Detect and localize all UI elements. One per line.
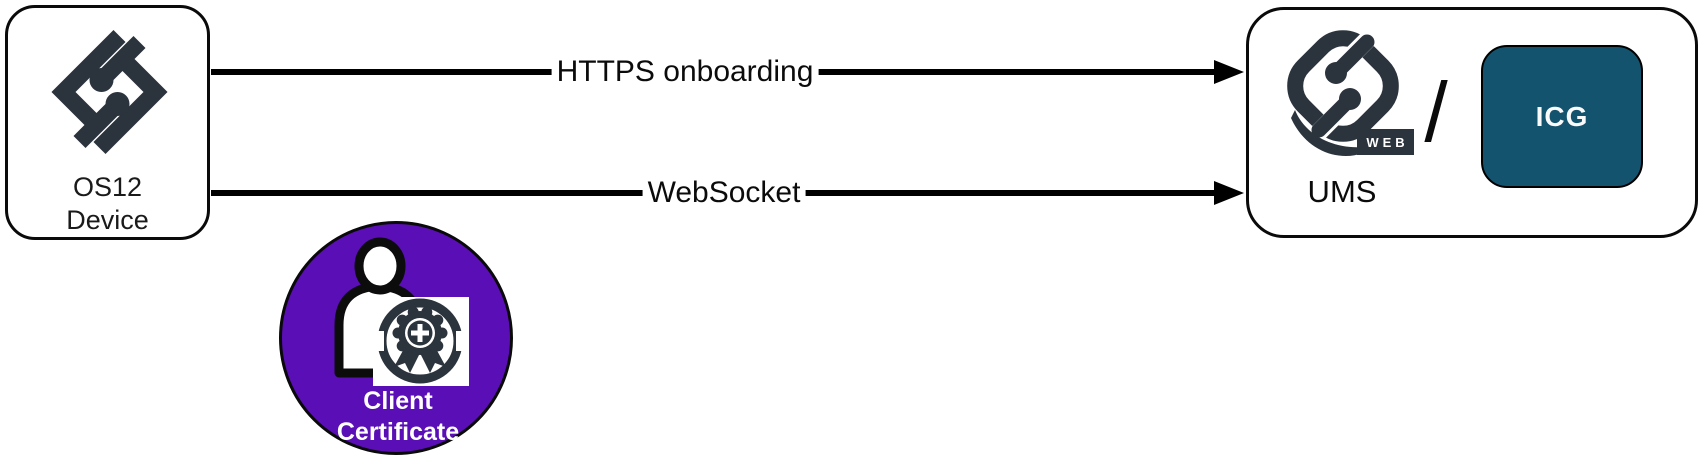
icg-box: ICG (1481, 45, 1643, 188)
person-with-certificate-icon (334, 237, 469, 386)
device-label-line2: Device (66, 205, 149, 235)
web-badge: WEB (1357, 129, 1414, 155)
igel-os-logo-icon (51, 29, 168, 155)
device-box-label: OS12 Device (8, 171, 207, 237)
https-onboarding-arrowhead-icon (1214, 60, 1244, 84)
websocket-label: WebSocket (642, 176, 806, 210)
os12-device-box: OS12 Device (5, 5, 210, 240)
ums-caption: UMS (1307, 174, 1377, 209)
device-label-line1: OS12 (72, 172, 143, 202)
igel-ums-web-logo-icon (1287, 29, 1399, 157)
logo-icg-separator: / (1424, 65, 1448, 159)
client-certificate-label: Client Certificate (281, 386, 515, 448)
client-certificate-label-line2: Certificate (336, 418, 460, 446)
https-onboarding-label: HTTPS onboarding (551, 55, 819, 89)
websocket-arrowhead-icon (1214, 181, 1244, 205)
client-certificate-label-line1: Client (363, 387, 433, 415)
